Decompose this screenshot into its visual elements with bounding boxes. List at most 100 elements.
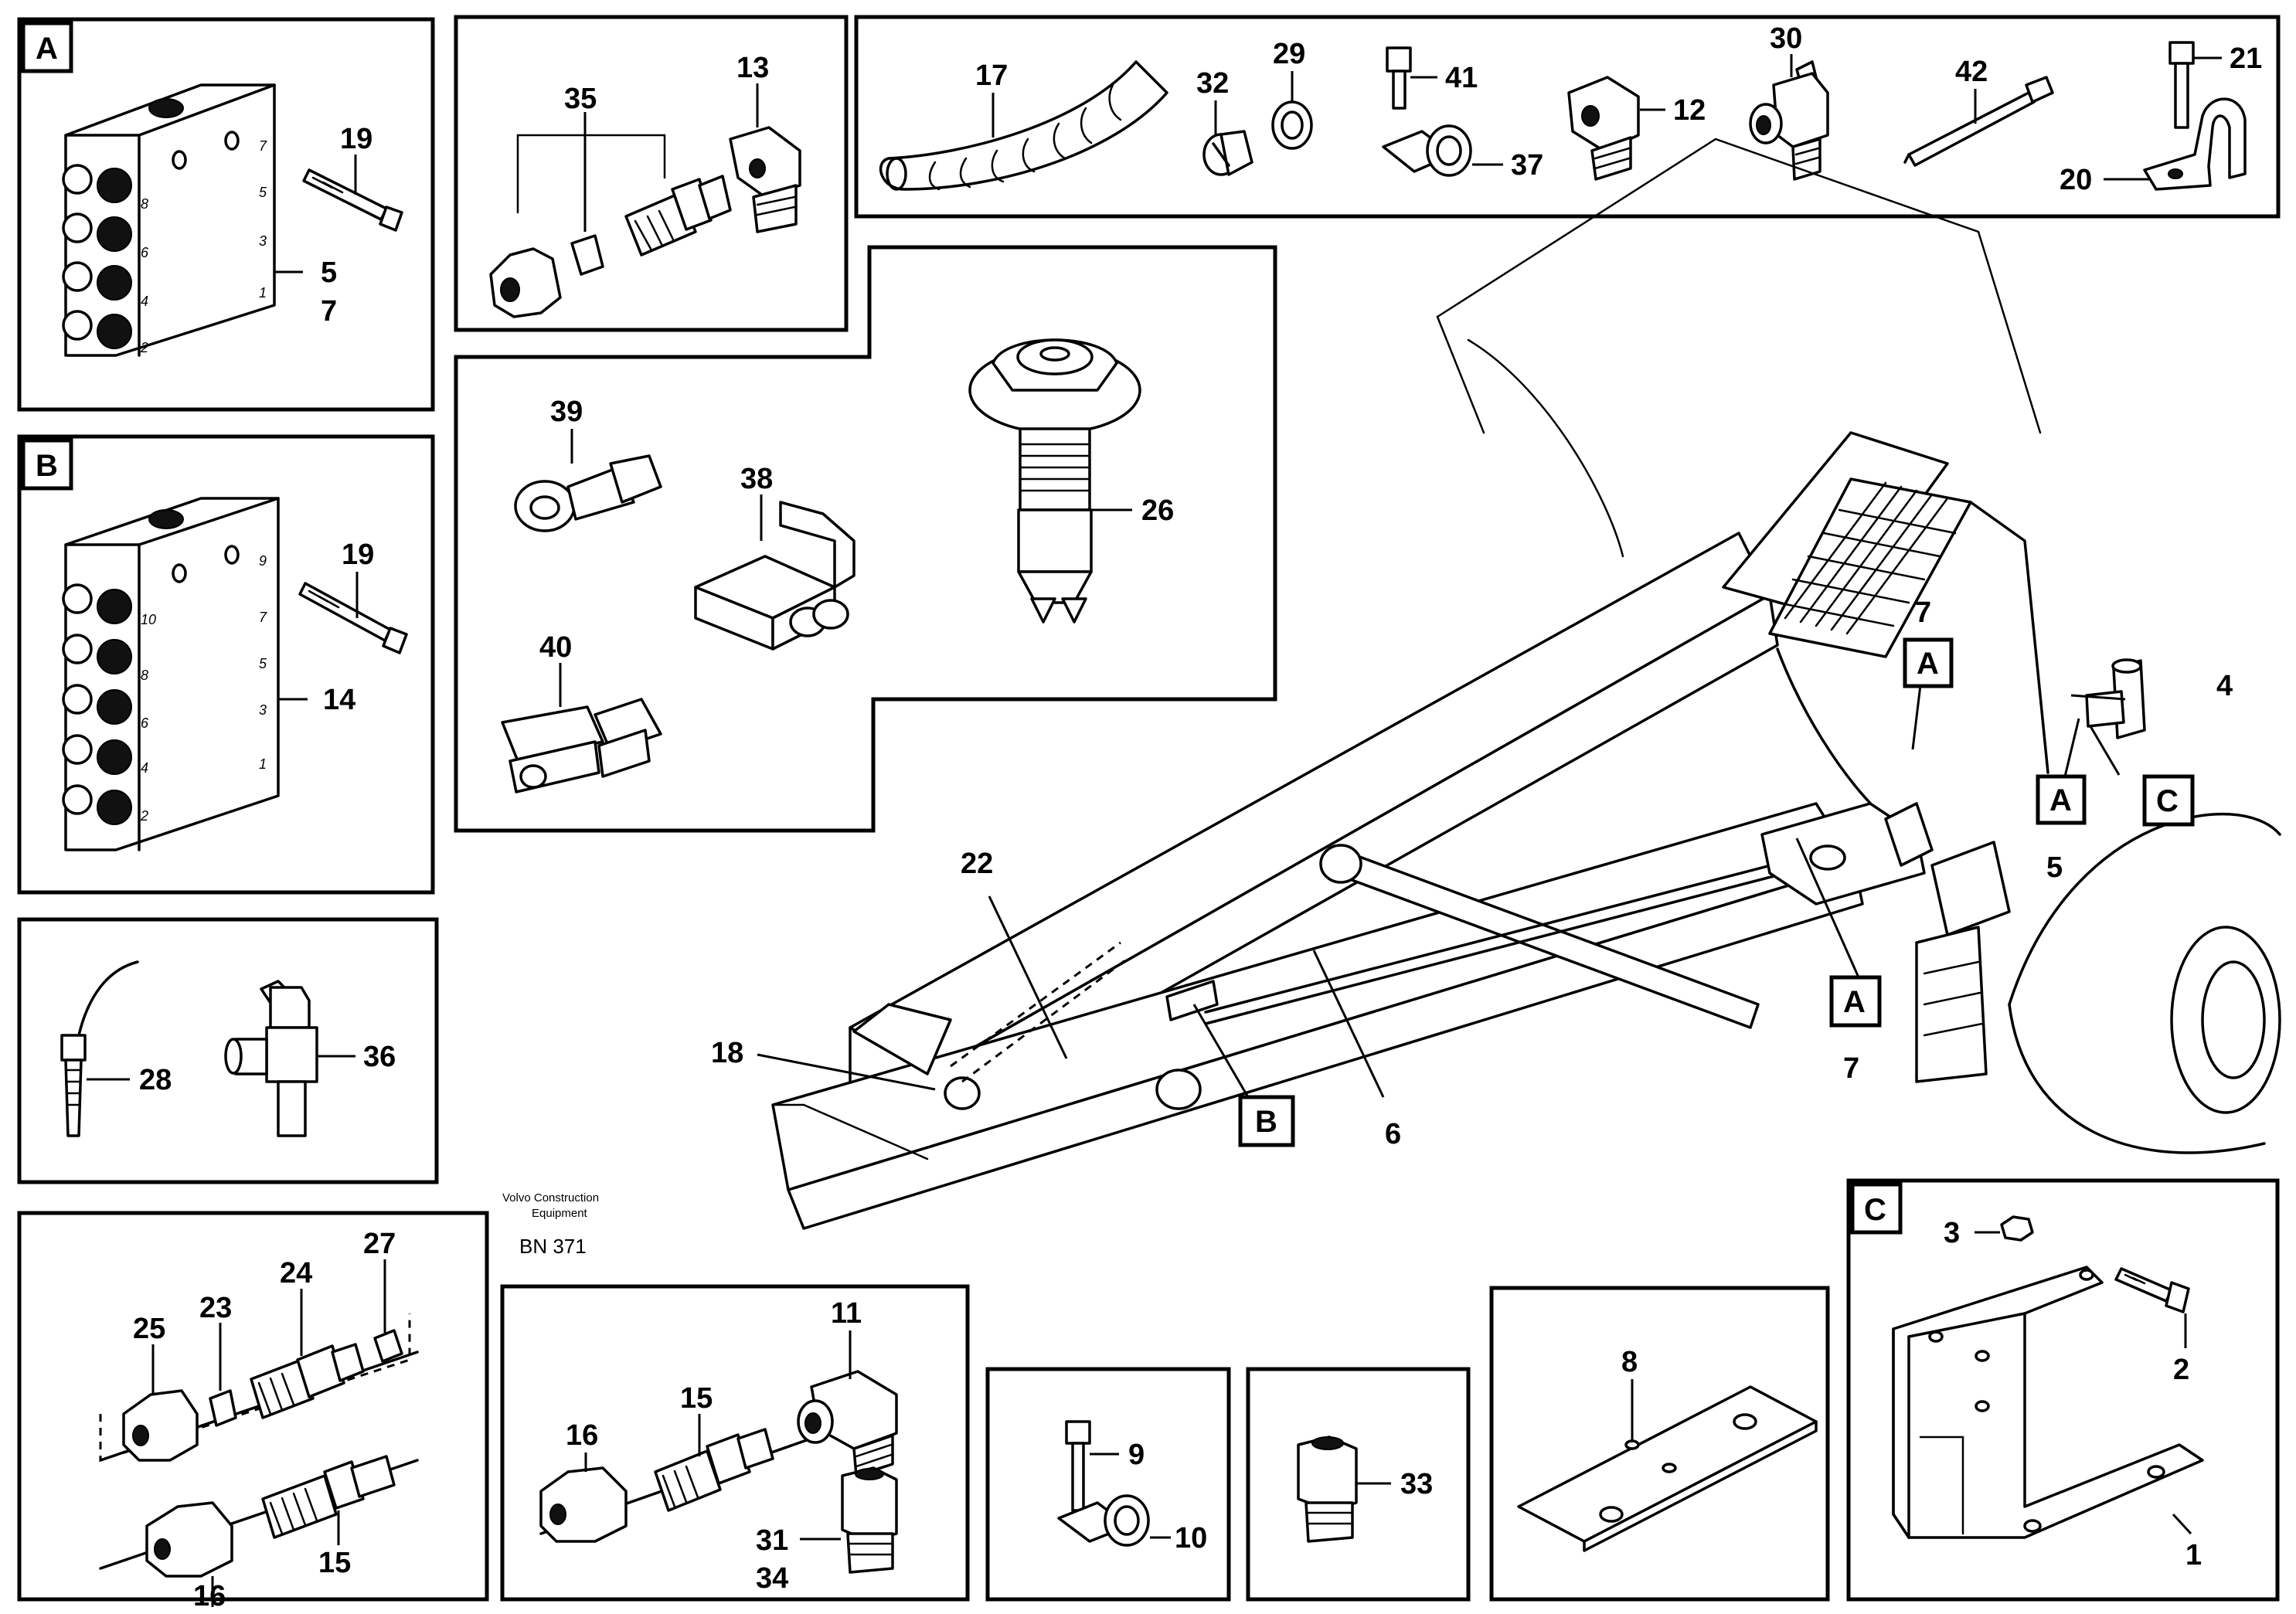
label-25: 25 bbox=[133, 1313, 165, 1345]
label-20: 20 bbox=[2060, 164, 2092, 196]
drawing-code: BN 371 bbox=[519, 1235, 587, 1258]
nut-16-left bbox=[145, 1501, 233, 1578]
label-7-a: 7 bbox=[321, 295, 337, 328]
label-15-left: 15 bbox=[318, 1547, 351, 1579]
panel-b-letter: B bbox=[36, 449, 58, 483]
panel-a-letter: A bbox=[36, 32, 58, 66]
panel-plate-8: 8 bbox=[1489, 1286, 1830, 1602]
label-11: 11 bbox=[831, 1297, 862, 1330]
label-34: 34 bbox=[756, 1562, 788, 1595]
label-31: 31 bbox=[756, 1524, 788, 1557]
callout-box-a-right: A bbox=[2036, 774, 2087, 825]
label-29: 29 bbox=[1273, 38, 1305, 70]
label-28: 28 bbox=[139, 1064, 172, 1096]
nipple-15-left bbox=[261, 1455, 396, 1539]
panel-c-letter: C bbox=[1864, 1193, 1886, 1227]
callout-box-c: C bbox=[2142, 774, 2195, 827]
block-b-mark: 1 bbox=[259, 756, 267, 772]
spiral-wrap-17 bbox=[879, 60, 1168, 191]
adapter-31 bbox=[841, 1466, 898, 1574]
label-22: 22 bbox=[961, 848, 993, 880]
ring-terminal-39 bbox=[514, 454, 662, 532]
block-b-mark: 7 bbox=[259, 610, 267, 625]
svg-text:A: A bbox=[1917, 647, 1939, 681]
block-a-mark: 4 bbox=[141, 294, 148, 309]
label-38: 38 bbox=[740, 463, 773, 495]
clamp-10 bbox=[1057, 1494, 1150, 1547]
sleeve-23 bbox=[209, 1389, 237, 1427]
label-8: 8 bbox=[1621, 1346, 1638, 1378]
panel-c: C 3 2 1 bbox=[1846, 1178, 2280, 1602]
washer-29 bbox=[1271, 100, 1313, 150]
lamp-socket-26 bbox=[968, 338, 1141, 624]
screw-9 bbox=[1065, 1420, 1091, 1512]
callout-box-b: B bbox=[1238, 1095, 1295, 1147]
clip-20 bbox=[2143, 97, 2247, 191]
panel-fittings-35-13: 35 13 bbox=[454, 15, 849, 332]
label-13: 13 bbox=[736, 52, 769, 84]
fitting-36 bbox=[224, 980, 318, 1137]
label-27: 27 bbox=[363, 1228, 396, 1260]
fitting-28 bbox=[60, 960, 139, 1137]
label-3: 3 bbox=[1944, 1217, 1960, 1249]
svg-text:C: C bbox=[2156, 784, 2179, 818]
distribution-block-a: 8 6 4 2 7 5 3 1 bbox=[62, 83, 276, 357]
clamp-37 bbox=[1382, 124, 1472, 177]
adapter-33 bbox=[1297, 1436, 1358, 1543]
label-17: 17 bbox=[975, 59, 1008, 92]
nipple-15 bbox=[654, 1428, 774, 1512]
block-a-mark: 7 bbox=[259, 138, 267, 154]
panel-fittings-16-11: 16 15 11 31 34 bbox=[500, 1284, 970, 1602]
label-7-main-lower: 7 bbox=[1843, 1052, 1859, 1085]
elbow-12 bbox=[1567, 76, 1640, 181]
plate-8 bbox=[1517, 1385, 1818, 1552]
label-30: 30 bbox=[1770, 22, 1802, 55]
label-40: 40 bbox=[539, 631, 572, 664]
label-1: 1 bbox=[2185, 1539, 2202, 1572]
block-a-mark: 1 bbox=[259, 285, 267, 301]
flat-terminal-40 bbox=[501, 698, 662, 793]
machine-frame-illustration bbox=[757, 138, 2281, 1230]
bracket-1 bbox=[1892, 1266, 2204, 1539]
label-6: 6 bbox=[1385, 1118, 1401, 1150]
nipple-35 bbox=[624, 175, 732, 257]
nut-35 bbox=[489, 247, 562, 318]
label-5-a: 5 bbox=[321, 257, 337, 289]
block-a-mark: 2 bbox=[140, 340, 148, 355]
bolt-2 bbox=[2114, 1267, 2190, 1313]
block-b-mark: 9 bbox=[259, 553, 267, 569]
sleeve-35 bbox=[570, 234, 604, 276]
label-36: 36 bbox=[363, 1041, 396, 1073]
panel-a: A 8 6 4 2 7 5 3 1 bbox=[17, 17, 435, 412]
panel-fittings-25-27: 25 23 24 27 15 16 bbox=[17, 1211, 489, 1612]
label-37: 37 bbox=[1511, 149, 1543, 182]
maker-line-2: Equipment bbox=[532, 1207, 588, 1220]
panel-fittings-9-10: 9 10 bbox=[985, 1367, 1231, 1602]
grille-mesh bbox=[1776, 481, 1957, 635]
connector-38 bbox=[694, 501, 855, 651]
screw-21 bbox=[2168, 41, 2195, 129]
block-a-mark: 6 bbox=[141, 245, 149, 260]
callout-box-a-upper: A bbox=[1903, 637, 1954, 688]
block-b-mark: 4 bbox=[141, 760, 148, 776]
label-19-a: 19 bbox=[340, 123, 372, 155]
block-b-mark: 3 bbox=[259, 702, 267, 718]
bolt-19-b bbox=[298, 582, 408, 654]
label-9: 9 bbox=[1128, 1439, 1145, 1471]
sleeve-27 bbox=[373, 1329, 403, 1363]
label-16-left: 16 bbox=[193, 1580, 226, 1612]
bolt-19-a bbox=[302, 168, 403, 232]
label-16: 16 bbox=[566, 1419, 598, 1452]
panel-fittings-28-36: 28 36 bbox=[17, 917, 439, 1184]
elbow-11 bbox=[797, 1370, 898, 1477]
block-a-mark: 8 bbox=[141, 196, 148, 212]
label-19-b: 19 bbox=[342, 539, 374, 571]
label-35: 35 bbox=[564, 83, 597, 115]
label-33: 33 bbox=[1400, 1468, 1433, 1500]
label-12: 12 bbox=[1673, 94, 1706, 127]
label-42: 42 bbox=[1955, 56, 1988, 88]
label-18: 18 bbox=[711, 1037, 743, 1069]
label-14: 14 bbox=[323, 684, 355, 716]
plug-32 bbox=[1202, 130, 1253, 176]
label-15: 15 bbox=[680, 1382, 713, 1415]
